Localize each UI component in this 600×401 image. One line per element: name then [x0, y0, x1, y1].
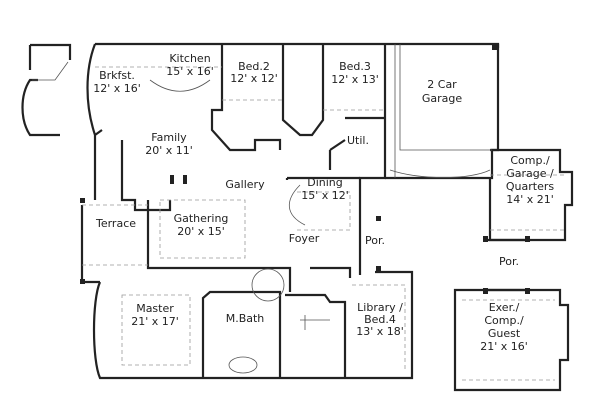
- interior-details: [82, 44, 565, 381]
- room-label-breakfast: Brkfst.12' x 16': [93, 69, 141, 95]
- west-bay-structure: [21, 43, 72, 137]
- room-label-gallery: Gallery: [225, 178, 265, 191]
- room-label-porch-side: Por.: [499, 255, 519, 268]
- main-walls: [80, 42, 574, 392]
- room-label-terrace: Terrace: [95, 217, 136, 230]
- posts: [80, 44, 530, 294]
- room-label-foyer: Foyer: [289, 232, 320, 245]
- room-label-utility: Util.: [347, 134, 369, 147]
- room-label-porch-front: Por.: [365, 234, 385, 247]
- room-label-master-bath: M.Bath: [226, 312, 265, 325]
